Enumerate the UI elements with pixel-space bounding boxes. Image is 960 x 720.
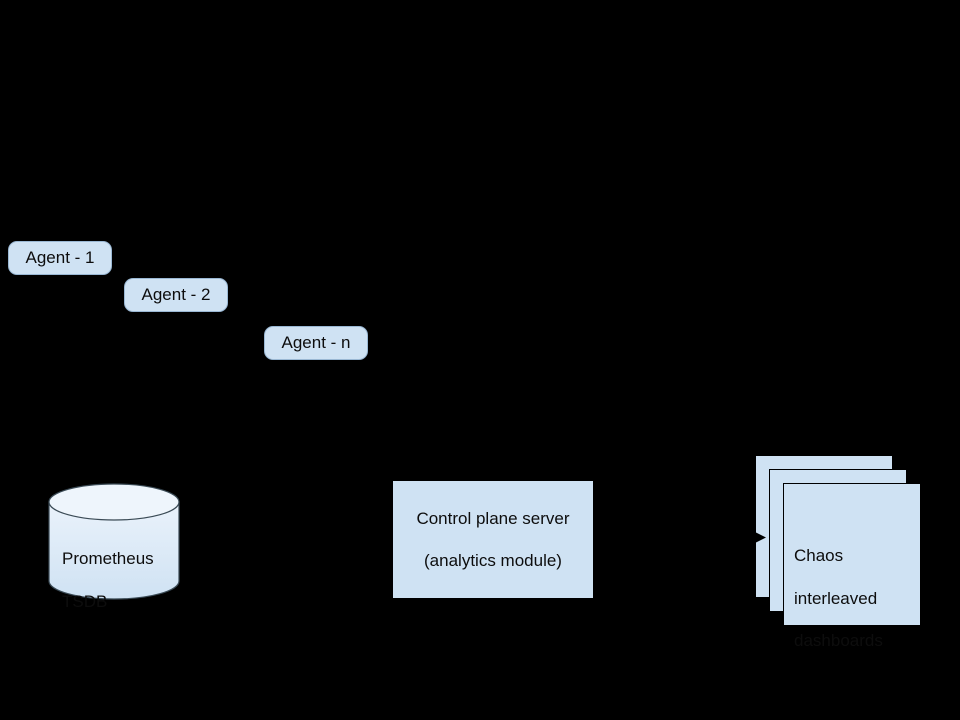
node-agent-n[interactable]: Agent - n <box>264 326 368 360</box>
node-control-plane-server-label: Control plane server (analytics module) <box>416 486 569 592</box>
cylinder-shape <box>48 483 180 600</box>
node-control-plane-server-line1: Control plane server <box>416 508 570 528</box>
node-agent-n-label: Agent - n <box>281 333 351 353</box>
node-agent-2-label: Agent - 2 <box>141 285 211 305</box>
node-prometheus-tsdb-line2: TSDB <box>62 591 108 611</box>
node-prometheus-tsdb-line1: Prometheus <box>62 549 154 569</box>
node-dashboards-line1: Chaos <box>794 546 844 566</box>
node-control-plane-server[interactable]: Control plane server (analytics module) <box>393 481 593 598</box>
node-dashboards-line3: dashboards <box>794 631 883 651</box>
node-prometheus-tsdb-label: Prometheus TSDB <box>62 527 182 633</box>
node-agent-2[interactable]: Agent - 2 <box>124 278 228 312</box>
node-dashboards-label: Chaos interleaved dashboards <box>794 524 920 673</box>
node-agent-1-label: Agent - 1 <box>25 248 95 268</box>
node-dashboards-line2: interleaved <box>794 588 878 608</box>
connector-to-dashboards <box>750 529 768 546</box>
node-dashboards-card-front[interactable] <box>783 483 921 626</box>
node-agent-1[interactable]: Agent - 1 <box>8 241 112 275</box>
node-prometheus-tsdb[interactable]: Prometheus TSDB <box>48 483 180 611</box>
arrowhead-right-icon <box>751 530 766 545</box>
node-control-plane-server-line2: (analytics module) <box>424 551 562 571</box>
